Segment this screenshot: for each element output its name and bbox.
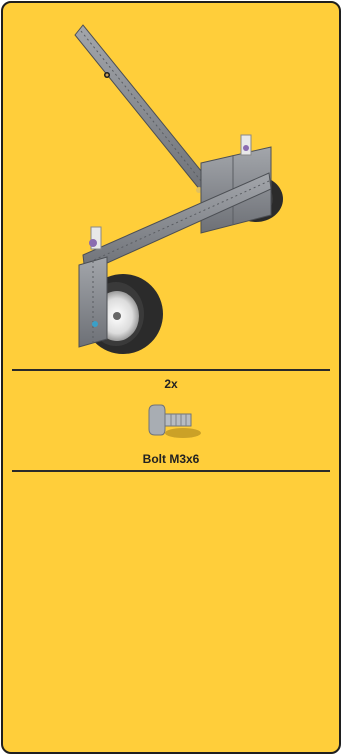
bolt-icon: [143, 401, 207, 443]
assembly-illustration: [3, 3, 339, 365]
bottom-divider: [12, 470, 330, 472]
part-name: Bolt M3x6: [3, 452, 339, 466]
top-divider: [12, 369, 330, 371]
cross-beam: [83, 173, 271, 273]
part-quantity: 2x: [3, 377, 339, 391]
left-side-plate: [79, 227, 107, 347]
diagonal-arm: [75, 25, 219, 201]
